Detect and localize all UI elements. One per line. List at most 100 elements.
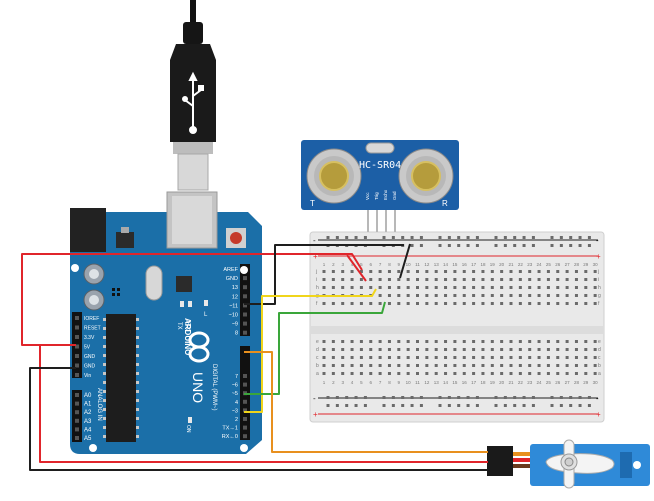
breadboard-hole[interactable]: [331, 372, 335, 375]
breadboard-hole[interactable]: [425, 372, 429, 375]
breadboard-hole[interactable]: [472, 270, 476, 273]
breadboard-hole[interactable]: [481, 372, 485, 375]
breadboard-hole[interactable]: [453, 286, 457, 289]
breadboard-hole[interactable]: [518, 302, 522, 305]
analog-pin-hole[interactable]: [75, 418, 79, 423]
breadboard-hole[interactable]: [387, 286, 391, 289]
breadboard-hole[interactable]: [434, 302, 438, 305]
rail-hole[interactable]: [447, 244, 451, 247]
breadboard-hole[interactable]: [528, 286, 532, 289]
breadboard-hole[interactable]: [378, 348, 382, 351]
breadboard-hole[interactable]: [556, 270, 560, 273]
breadboard-hole[interactable]: [434, 340, 438, 343]
breadboard-hole[interactable]: [444, 294, 448, 297]
rail-hole[interactable]: [354, 396, 358, 399]
breadboard-hole[interactable]: [528, 278, 532, 281]
rail-hole[interactable]: [419, 404, 423, 407]
breadboard-hole[interactable]: [425, 270, 429, 273]
breadboard-hole[interactable]: [462, 364, 466, 367]
breadboard-hole[interactable]: [518, 348, 522, 351]
breadboard-hole[interactable]: [350, 302, 354, 305]
breadboard-hole[interactable]: [444, 348, 448, 351]
digital-pin-hole[interactable]: [243, 303, 247, 308]
breadboard-hole[interactable]: [528, 302, 532, 305]
breadboard-hole[interactable]: [593, 356, 597, 359]
breadboard-hole[interactable]: [425, 278, 429, 281]
breadboard-hole[interactable]: [537, 356, 541, 359]
breadboard-hole[interactable]: [490, 348, 494, 351]
breadboard-hole[interactable]: [546, 302, 550, 305]
rail-hole[interactable]: [513, 404, 517, 407]
breadboard-hole[interactable]: [565, 340, 569, 343]
power-pin-hole[interactable]: [75, 325, 79, 330]
rail-hole[interactable]: [494, 244, 498, 247]
breadboard-hole[interactable]: [369, 372, 373, 375]
reset-button[interactable]: [230, 232, 242, 244]
breadboard-hole[interactable]: [397, 302, 401, 305]
breadboard-hole[interactable]: [518, 340, 522, 343]
breadboard-hole[interactable]: [425, 294, 429, 297]
breadboard-hole[interactable]: [584, 372, 588, 375]
rail-hole[interactable]: [345, 236, 349, 239]
rail-hole[interactable]: [382, 396, 386, 399]
breadboard-hole[interactable]: [387, 364, 391, 367]
breadboard-hole[interactable]: [593, 294, 597, 297]
breadboard-hole[interactable]: [350, 286, 354, 289]
breadboard-hole[interactable]: [453, 340, 457, 343]
breadboard-hole[interactable]: [518, 364, 522, 367]
rail-hole[interactable]: [401, 236, 405, 239]
rail-hole[interactable]: [410, 244, 414, 247]
breadboard-hole[interactable]: [565, 278, 569, 281]
breadboard-hole[interactable]: [387, 348, 391, 351]
breadboard-hole[interactable]: [369, 356, 373, 359]
breadboard-hole[interactable]: [359, 340, 363, 343]
breadboard-hole[interactable]: [546, 372, 550, 375]
rail-hole[interactable]: [410, 404, 414, 407]
breadboard-hole[interactable]: [444, 340, 448, 343]
breadboard-hole[interactable]: [556, 302, 560, 305]
breadboard-hole[interactable]: [556, 340, 560, 343]
breadboard-hole[interactable]: [584, 356, 588, 359]
breadboard-hole[interactable]: [406, 286, 410, 289]
breadboard-hole[interactable]: [509, 340, 513, 343]
rail-hole[interactable]: [522, 396, 526, 399]
digital-pin-hole[interactable]: [243, 417, 247, 421]
digital-pin-hole[interactable]: [243, 321, 247, 326]
analog-pin-hole[interactable]: [75, 401, 79, 406]
breadboard-hole[interactable]: [528, 364, 532, 367]
rail-hole[interactable]: [559, 244, 563, 247]
breadboard-hole[interactable]: [341, 278, 345, 281]
breadboard-hole[interactable]: [341, 270, 345, 273]
breadboard-hole[interactable]: [397, 286, 401, 289]
rail-hole[interactable]: [475, 396, 479, 399]
breadboard-hole[interactable]: [500, 294, 504, 297]
breadboard-hole[interactable]: [462, 302, 466, 305]
rail-hole[interactable]: [335, 396, 339, 399]
breadboard-hole[interactable]: [350, 356, 354, 359]
breadboard-hole[interactable]: [518, 294, 522, 297]
breadboard-hole[interactable]: [584, 278, 588, 281]
breadboard-hole[interactable]: [500, 302, 504, 305]
rail-hole[interactable]: [503, 236, 507, 239]
breadboard[interactable]: - + - + - + - + 112233445566778899101011…: [309, 231, 605, 423]
analog-pin-hole[interactable]: [75, 393, 79, 397]
rail-hole[interactable]: [513, 244, 517, 247]
breadboard-hole[interactable]: [387, 270, 391, 273]
rail-hole[interactable]: [550, 244, 554, 247]
rail-hole[interactable]: [457, 244, 461, 247]
breadboard-hole[interactable]: [481, 340, 485, 343]
rail-hole[interactable]: [531, 236, 535, 239]
breadboard-hole[interactable]: [434, 294, 438, 297]
breadboard-hole[interactable]: [574, 356, 578, 359]
breadboard-hole[interactable]: [574, 270, 578, 273]
breadboard-hole[interactable]: [397, 278, 401, 281]
digital-pin-hole[interactable]: [243, 276, 247, 281]
breadboard-hole[interactable]: [472, 278, 476, 281]
breadboard-hole[interactable]: [359, 286, 363, 289]
rail-hole[interactable]: [587, 404, 591, 407]
breadboard-hole[interactable]: [434, 372, 438, 375]
rail-hole[interactable]: [531, 244, 535, 247]
breadboard-hole[interactable]: [425, 356, 429, 359]
breadboard-hole[interactable]: [378, 286, 382, 289]
wire-gnd-to-breadboard[interactable]: [244, 244, 404, 305]
